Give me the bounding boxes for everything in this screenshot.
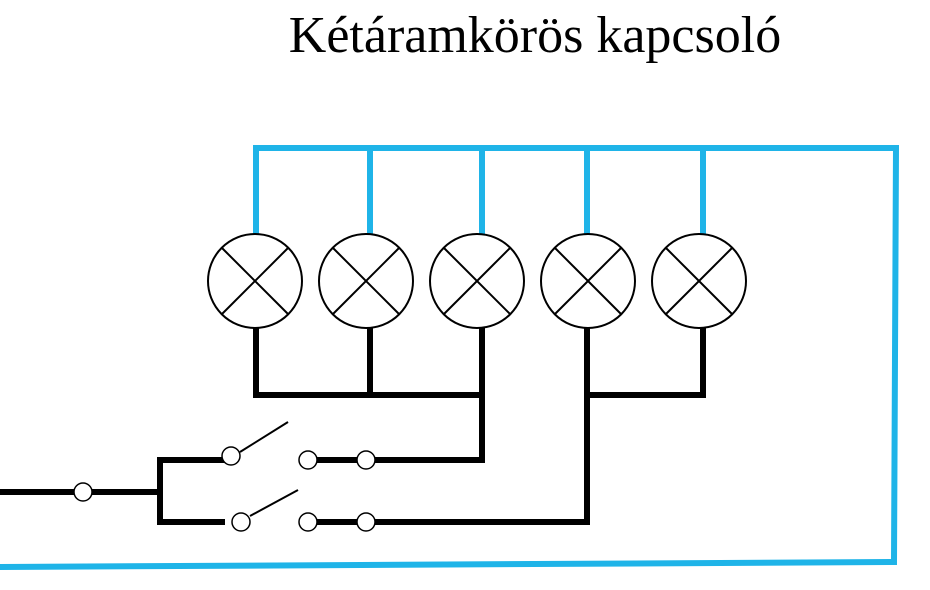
terminal-circle-icon — [73, 482, 93, 502]
lamp-group-2-bus — [584, 327, 706, 398]
switches — [221, 421, 318, 532]
diagram-title: Kétáramkörös kapcsoló — [288, 7, 782, 64]
lamp-cross-circle-icon — [207, 233, 303, 329]
lamp-cross-circle-icon — [429, 233, 525, 329]
open-switch-icon — [231, 489, 318, 532]
lamp-cross-circle-icon — [540, 233, 636, 329]
terminals — [73, 450, 376, 532]
lamp-cross-circle-icon — [318, 233, 414, 329]
circuit-1-wire — [373, 392, 485, 463]
lamps — [207, 233, 747, 329]
circuit-2-wire — [373, 392, 590, 525]
neutral-wire — [0, 145, 900, 571]
neutral-wire-loop — [0, 145, 900, 571]
phase-wires — [0, 327, 706, 525]
lamp-cross-circle-icon — [651, 233, 747, 329]
terminal-circle-icon — [356, 512, 376, 532]
terminal-circle-icon — [356, 450, 376, 470]
open-switch-icon — [221, 421, 318, 470]
